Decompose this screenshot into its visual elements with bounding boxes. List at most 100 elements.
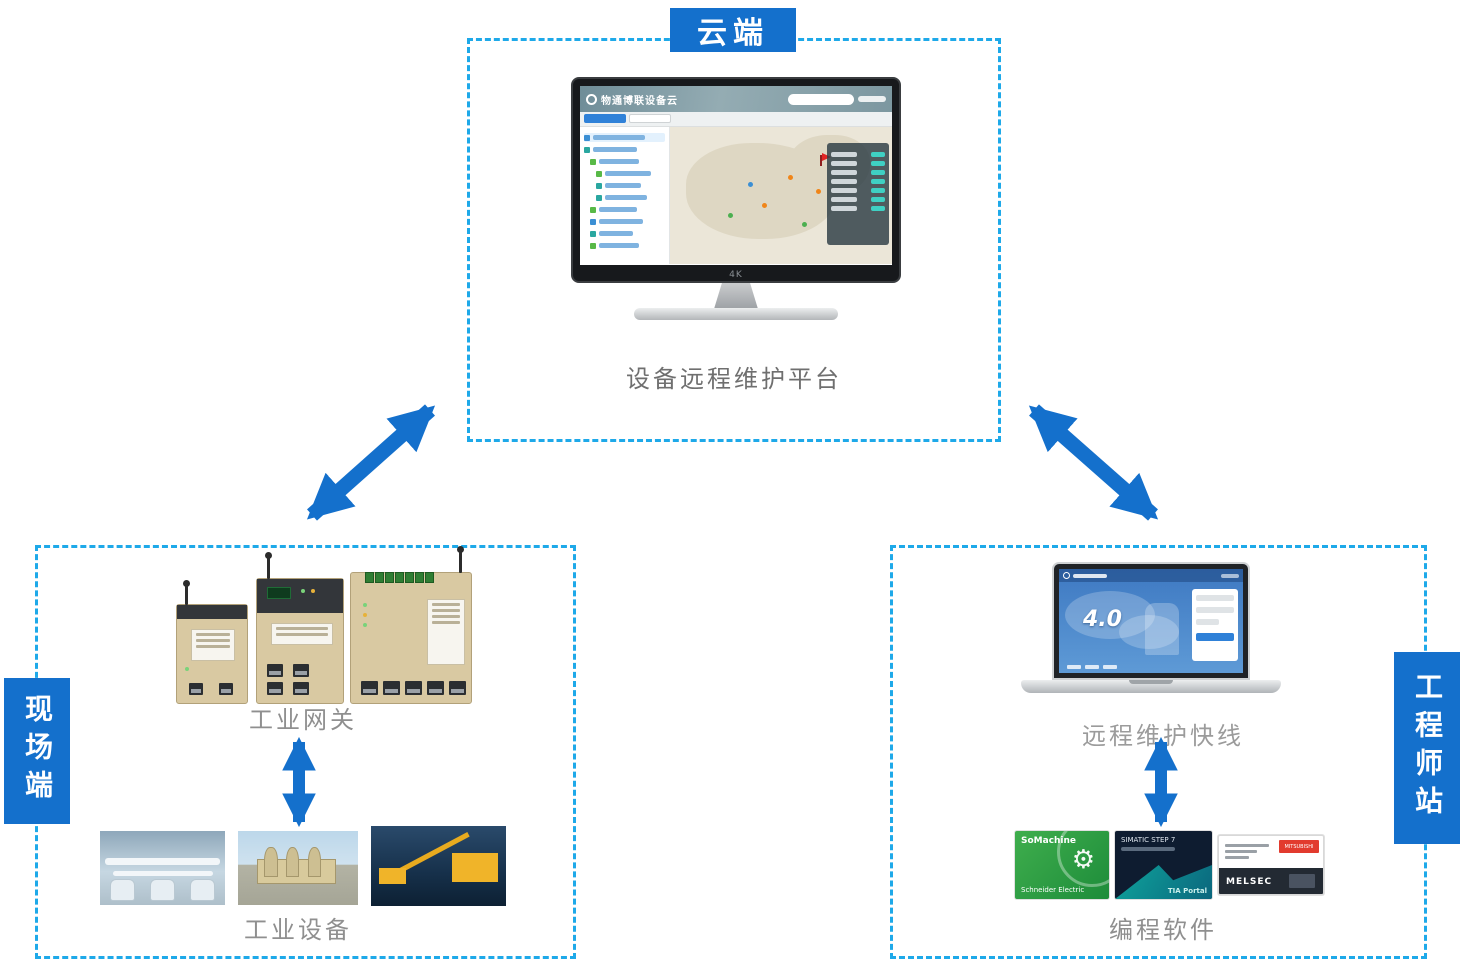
screen-headline: 4.0	[1083, 607, 1122, 632]
device-label	[271, 623, 333, 645]
gateway-device-2	[256, 552, 344, 704]
tank-shape	[110, 879, 135, 902]
crane-body-shape	[379, 867, 407, 884]
equipment-photo-plant	[100, 831, 225, 905]
software-brand: MITSUBISHI	[1279, 840, 1319, 853]
ethernet-port	[427, 681, 444, 695]
tank-shape	[190, 879, 215, 902]
software-brand: TIA Portal	[1167, 887, 1207, 895]
software-caption: 编程软件	[1109, 916, 1217, 944]
ethernet-port	[267, 664, 283, 677]
tree-item	[584, 157, 665, 166]
world-map-shape	[1065, 591, 1155, 639]
text-bars	[1225, 841, 1269, 862]
software-title: SoMachine	[1021, 836, 1077, 846]
pipe-shape	[112, 870, 213, 877]
device-label	[191, 629, 235, 661]
tree-item	[584, 205, 665, 214]
world-map-shape	[1119, 615, 1179, 649]
tree-item	[584, 217, 665, 226]
device-marker	[728, 213, 733, 218]
monitor-bezel: 物通博联设备云	[571, 77, 901, 283]
cloud-section-box: 物通博联设备云	[467, 38, 1001, 442]
status-led	[185, 667, 189, 671]
device-marker	[816, 189, 821, 194]
silo-shape	[286, 847, 300, 877]
device-marker	[748, 182, 753, 187]
silo-shape	[264, 847, 278, 877]
cloud-platform-caption: 设备远程维护平台	[626, 365, 842, 393]
software-title: MELSEC	[1226, 877, 1273, 887]
monitor-screen: 物通博联设备云	[580, 86, 892, 265]
status-led	[301, 589, 305, 593]
device-stats-panel	[827, 143, 889, 245]
antenna-icon	[457, 546, 464, 573]
user-menu	[858, 96, 886, 102]
equipment-photo-crane	[371, 826, 506, 906]
text-bar	[1121, 847, 1175, 851]
engineer-section-box: 4.0 远程维护快线 SoMachine ⚙ Schne	[890, 545, 1427, 959]
tree-item	[584, 241, 665, 250]
terminal-block	[365, 572, 434, 583]
login-panel	[1192, 589, 1238, 661]
ethernet-port	[361, 681, 378, 695]
laptop-base	[1021, 680, 1281, 693]
ethernet-port	[293, 664, 309, 677]
china-device-map	[670, 127, 892, 264]
decorative-arc	[1057, 831, 1109, 887]
tree-item	[584, 229, 665, 238]
silo-shape	[307, 847, 321, 877]
tree-item	[584, 193, 665, 202]
device-label	[427, 599, 465, 665]
status-led	[363, 623, 367, 627]
laptop-notch	[1129, 680, 1173, 684]
tab-device-list	[629, 114, 671, 123]
device-tree-panel	[580, 127, 670, 264]
engineer-laptop: 4.0	[1021, 562, 1281, 707]
engineer-figure	[1145, 603, 1179, 655]
pipe-shape	[105, 857, 220, 866]
status-led	[311, 589, 315, 593]
ethernet-port	[189, 683, 203, 695]
software-brand: Schneider Electric	[1021, 886, 1085, 894]
tank-shape	[150, 879, 175, 902]
gateway-device-1	[176, 580, 248, 704]
cloud-label: 云端	[670, 8, 796, 52]
search-input	[788, 93, 854, 105]
status-led	[363, 603, 367, 607]
arrow-cloud-engineer	[1028, 404, 1159, 521]
tree-item	[584, 181, 665, 190]
software-box-tia-portal: SIMATIC STEP 7 TIA Portal	[1115, 831, 1212, 899]
platform-header: 物通博联设备云	[580, 86, 892, 112]
ethernet-port	[219, 683, 233, 695]
gateway-device-3	[350, 546, 472, 704]
platform-brand: 物通博联设备云	[601, 95, 678, 107]
platform-logo-icon	[586, 93, 597, 105]
device-marker	[788, 175, 793, 180]
ethernet-port	[405, 681, 422, 695]
device-display	[267, 587, 291, 599]
gateway-caption: 工业网关	[249, 706, 357, 734]
monitor-stand-base	[634, 308, 838, 320]
monitor-stand-neck	[714, 283, 758, 309]
platform-toolbar	[580, 112, 892, 127]
laptop-screen: 4.0	[1052, 562, 1250, 680]
device-marker	[762, 203, 767, 208]
password-field	[1196, 607, 1234, 613]
laptop-screen-content: 4.0	[1059, 569, 1243, 673]
field-label: 现场端	[4, 678, 70, 824]
crane-body-shape	[452, 853, 498, 882]
plc-device-shape	[1289, 874, 1315, 888]
antenna-icon	[183, 580, 190, 605]
flag-marker-cloth	[822, 153, 831, 161]
equipment-photo-batching-plant	[238, 831, 358, 905]
captcha-field	[1196, 619, 1219, 625]
laptop-app-header	[1059, 569, 1243, 582]
ethernet-port	[383, 681, 400, 695]
device-top-panel	[177, 605, 247, 619]
platform-body	[580, 127, 892, 264]
cloud-platform-monitor: 物通博联设备云	[571, 77, 901, 322]
login-button	[1196, 633, 1234, 641]
software-box-somachine: SoMachine ⚙ Schneider Electric	[1015, 831, 1109, 899]
engineer-label: 工程师站	[1394, 652, 1460, 844]
